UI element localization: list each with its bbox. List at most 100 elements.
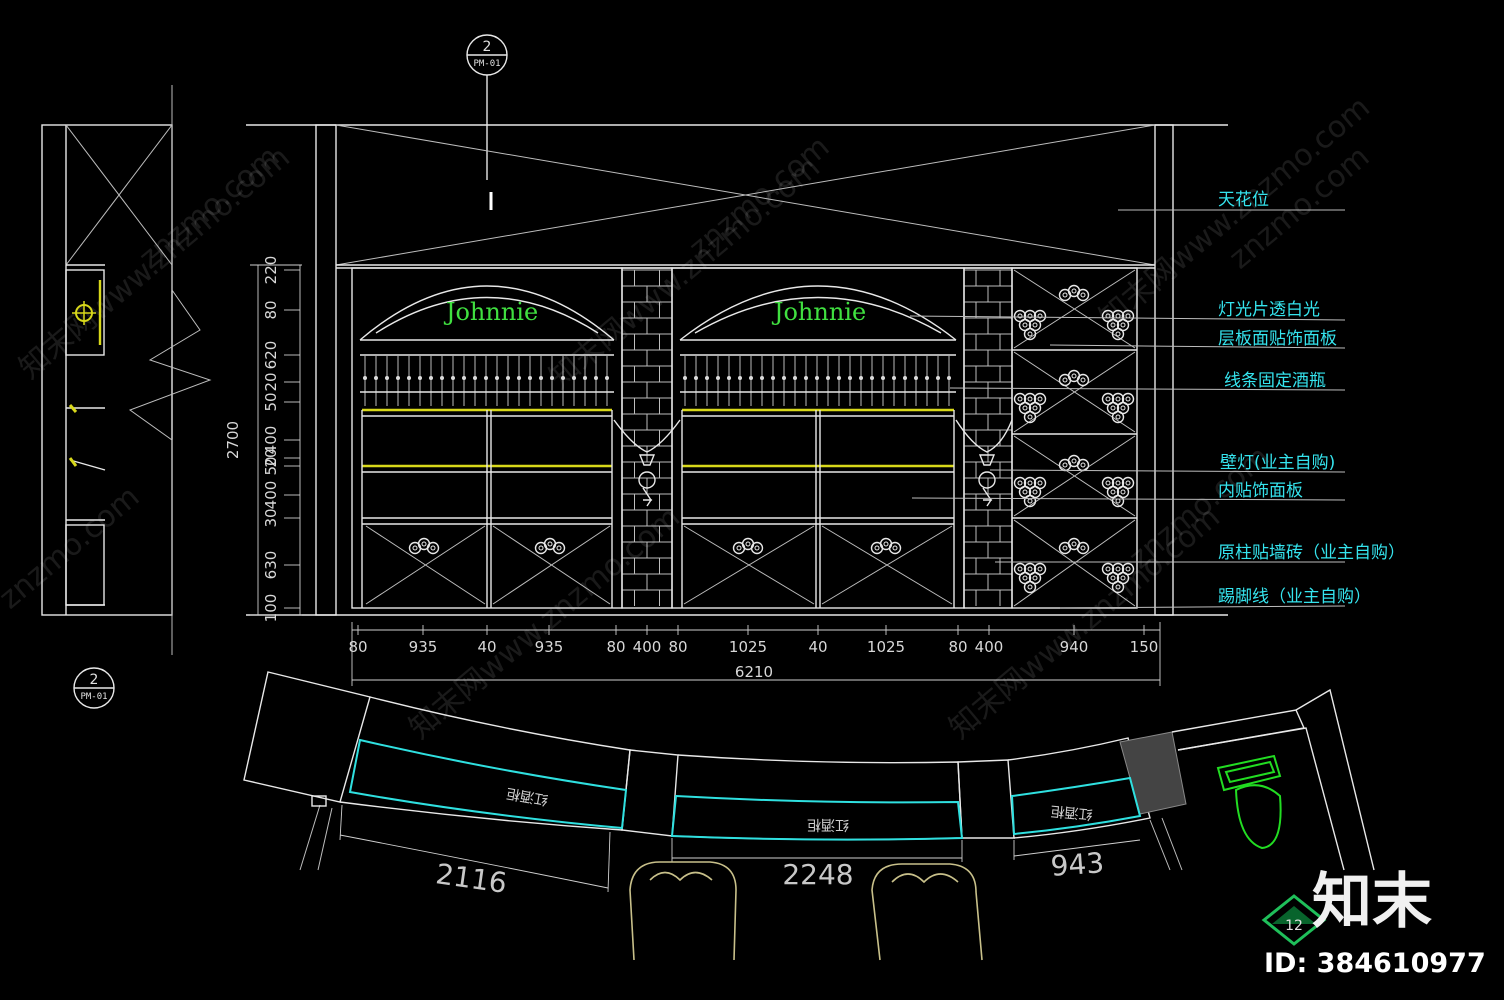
baluster-knob <box>429 376 433 380</box>
baluster-knob <box>782 376 786 380</box>
bottle-neck <box>1027 584 1033 590</box>
horizontal-dim-label: 40 <box>477 638 496 656</box>
bottle-neck <box>1125 396 1131 402</box>
baluster-knob <box>925 376 929 380</box>
bottle-neck <box>1032 575 1038 581</box>
vertical-dim-label: 400 <box>262 426 280 455</box>
baluster-band-right <box>683 356 951 406</box>
bottle-neck <box>892 545 898 551</box>
chair-left <box>629 861 737 961</box>
baluster-knob <box>771 376 775 380</box>
bottle-neck <box>1027 480 1033 486</box>
baluster-knob <box>495 376 499 380</box>
bottle-neck <box>1115 396 1121 402</box>
bottle-end <box>1076 458 1090 472</box>
vertical-dim-label: 50 <box>262 456 280 475</box>
bottle-neck <box>1125 480 1131 486</box>
bottle-end <box>1076 288 1090 302</box>
baluster-knob <box>561 376 565 380</box>
site-logo: 12 知末 ID: 384610977 <box>1261 867 1486 979</box>
plan-dim-left: 2116 <box>434 857 509 900</box>
label-inner-veneer: 内贴饰面板 <box>1218 481 1303 501</box>
label-wall-lamp: 壁灯(业主自购) <box>1220 453 1335 473</box>
baluster-knob <box>760 376 764 380</box>
baluster-knob <box>793 376 797 380</box>
bottle-neck <box>1080 377 1086 383</box>
wall-lamp-left <box>613 419 681 507</box>
bottle-neck <box>1080 462 1086 468</box>
wall-lamp-right <box>955 419 1013 507</box>
baluster-knob <box>804 376 808 380</box>
bottle-neck <box>1115 566 1121 572</box>
bottle-neck <box>1017 566 1023 572</box>
callout-sheet: PM-01 <box>80 692 107 702</box>
bottle-neck <box>1110 575 1116 581</box>
bottle-neck <box>1120 489 1126 495</box>
bottle-neck <box>1032 322 1038 328</box>
baluster-knob <box>462 376 466 380</box>
baluster-knob <box>848 376 852 380</box>
callout-sheet: PM-01 <box>473 59 500 69</box>
bottle-neck <box>1115 584 1121 590</box>
bottle-neck <box>1110 322 1116 328</box>
baluster-knob <box>473 376 477 380</box>
vertical-dim-label: 80 <box>262 300 280 319</box>
baluster-knob <box>914 376 918 380</box>
bottle-end <box>552 541 566 555</box>
bottle-neck <box>1120 405 1126 411</box>
bottle-neck <box>1032 405 1038 411</box>
vertical-dim-label: 630 <box>262 551 280 580</box>
watermark-text: 知末网www.znzmo.com <box>403 500 687 746</box>
bottle-neck <box>874 545 880 551</box>
bottle-neck <box>1017 480 1023 486</box>
logo-badge: 12 <box>1285 918 1303 934</box>
plan-dim-right: 943 <box>1050 846 1106 883</box>
bottle-neck <box>1105 480 1111 486</box>
baluster-knob <box>407 376 411 380</box>
bottle-neck <box>1027 498 1033 504</box>
bottle-neck <box>736 545 742 551</box>
baluster-knob <box>815 376 819 380</box>
baluster-knob <box>936 376 940 380</box>
baluster-knob <box>705 376 709 380</box>
vertical-dim-label: 50 <box>262 392 280 411</box>
side-section <box>41 85 212 655</box>
baluster-knob <box>826 376 830 380</box>
callout-number: 2 <box>483 39 492 55</box>
bottle-neck <box>1032 489 1038 495</box>
bottle-neck <box>412 545 418 551</box>
baluster-knob <box>749 376 753 380</box>
baluster-knob <box>947 376 951 380</box>
bottle-neck <box>1027 331 1033 337</box>
baluster-knob <box>517 376 521 380</box>
bottle-neck <box>1125 566 1131 572</box>
label-column-tiles: 原柱贴墙砖（业主自购） <box>1218 543 1405 563</box>
bottle-neck <box>1105 566 1111 572</box>
bottle-neck <box>430 545 436 551</box>
horizontal-dim-label: 80 <box>668 638 687 656</box>
bottle-neck <box>1115 331 1121 337</box>
horizontal-dim-label: 1025 <box>729 638 767 656</box>
baluster-knob <box>385 376 389 380</box>
bottle-neck <box>883 541 889 547</box>
baluster-knob <box>396 376 400 380</box>
bottle-end <box>1076 541 1090 555</box>
wine-bottle-clusters <box>408 284 1135 594</box>
bottle-end <box>1023 580 1037 594</box>
bottle-neck <box>1115 498 1121 504</box>
horizontal-dim-label: 1025 <box>867 638 905 656</box>
horizontal-dim-label: 935 <box>409 638 438 656</box>
horizontal-dim-label: 80 <box>606 638 625 656</box>
horizontal-dim-label: 940 <box>1060 638 1089 656</box>
section-callout-top: 2 PM-01 <box>466 34 508 210</box>
bottle-neck <box>1071 541 1077 547</box>
baluster-knob <box>539 376 543 380</box>
label-leaders <box>909 209 1346 609</box>
toilet-fixture <box>1216 754 1282 850</box>
section-callout-left: 2 PM-01 <box>73 667 115 709</box>
bottle-neck <box>1071 373 1077 379</box>
bottle-end <box>888 541 902 555</box>
bottle-neck <box>1062 292 1068 298</box>
